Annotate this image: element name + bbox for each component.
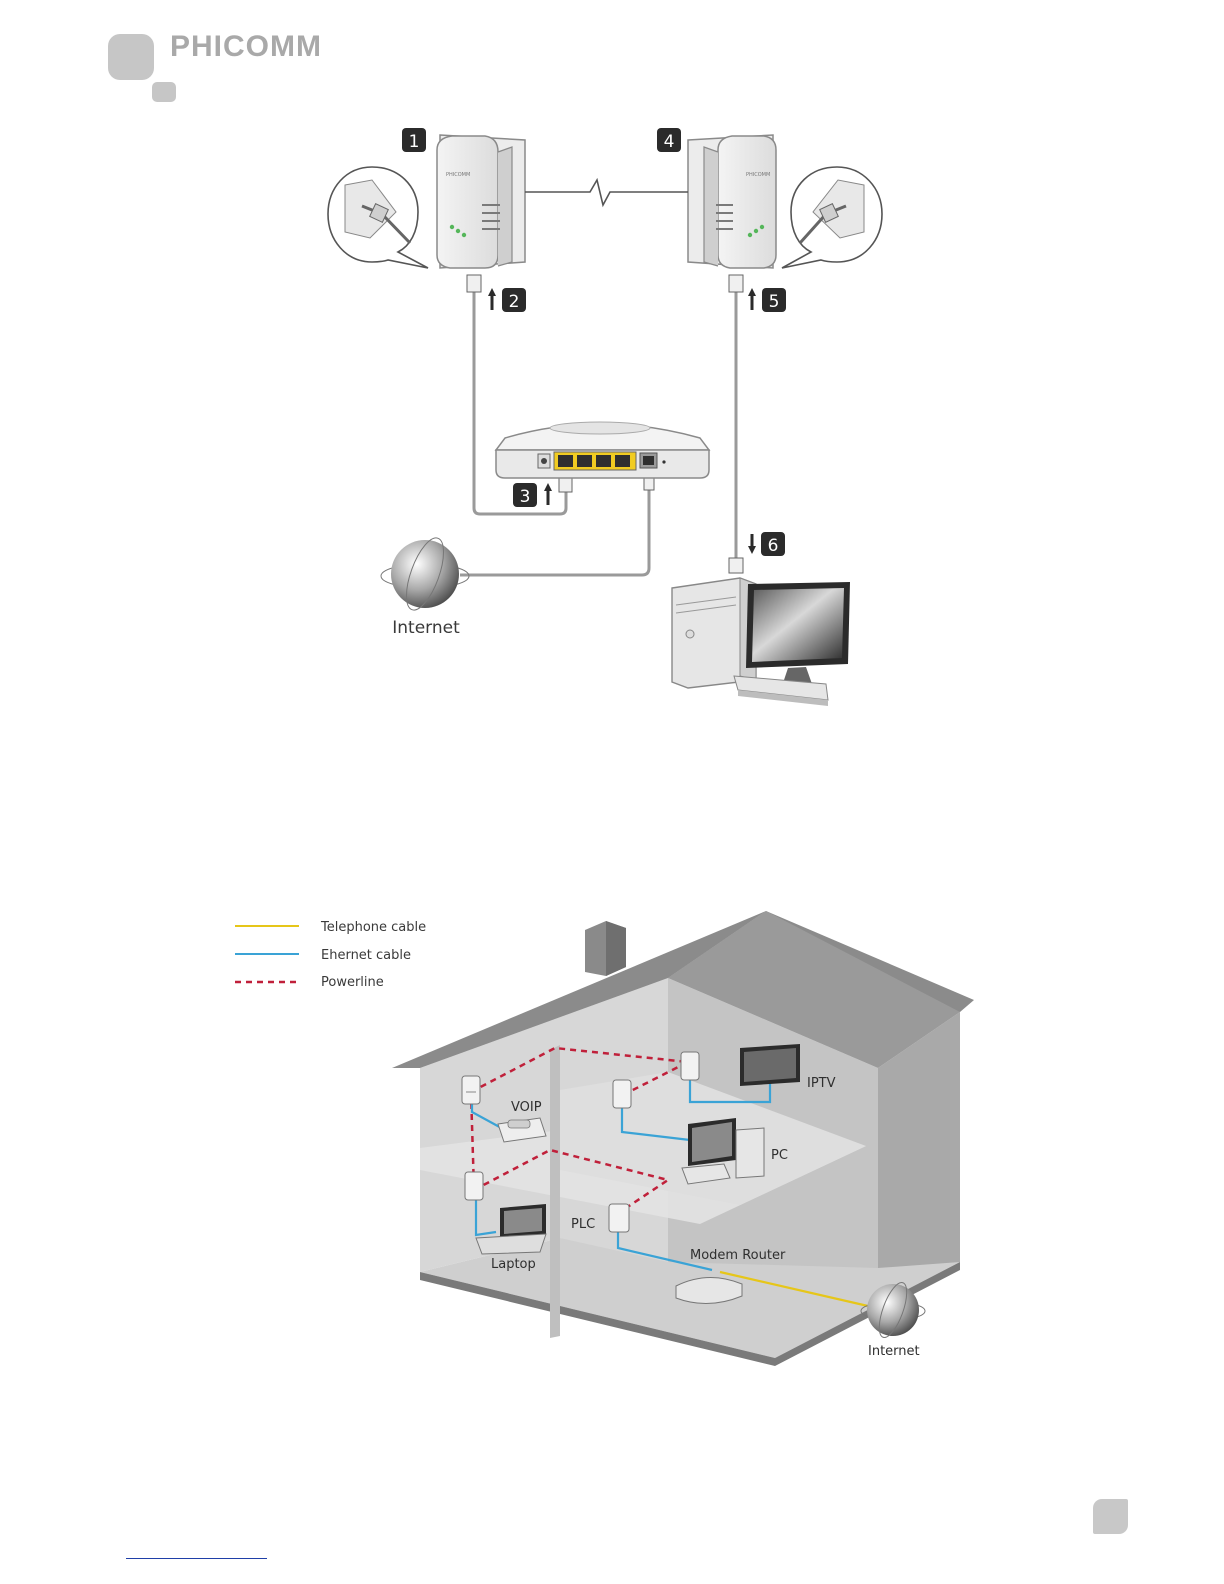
right-plug-detail: [782, 167, 882, 268]
ethernet-cable-left: [474, 290, 566, 514]
desktop-computer-icon: [672, 578, 850, 706]
rj45-plug-icon: [559, 478, 572, 492]
svg-text:6: 6: [768, 536, 779, 556]
plc-adapter-iptv: [681, 1052, 699, 1080]
step-badge-5: 5: [762, 288, 786, 312]
svg-text:2: 2: [509, 292, 520, 312]
plc-adapter-right: PHICOMM: [688, 135, 776, 268]
internet-label: Internet: [392, 618, 460, 638]
home-network-diagram: Telephone cable Ehernet cable Powerline: [0, 880, 1224, 1380]
label-iptv: IPTV: [807, 1076, 836, 1091]
svg-text:1: 1: [409, 132, 420, 152]
label-plc: PLC: [571, 1217, 595, 1232]
router-device: [496, 422, 709, 478]
plc-adapter-main: [609, 1204, 629, 1232]
label-laptop: Laptop: [491, 1257, 536, 1272]
label-internet: Internet: [868, 1344, 920, 1359]
step-badge-6: 6: [761, 532, 785, 556]
legend-powerline-label: Powerline: [321, 975, 384, 990]
step-badge-4: 4: [657, 128, 681, 152]
label-modem-router: Modem Router: [690, 1248, 786, 1263]
page-corner-tab: [1093, 1499, 1128, 1534]
plc-adapter-upper-mid: [613, 1080, 631, 1108]
iptv-icon: [740, 1044, 800, 1086]
label-voip: VOIP: [511, 1100, 542, 1115]
svg-text:PHICOMM: PHICOMM: [446, 172, 470, 178]
arrow-down-icon: [748, 534, 756, 554]
rj45-plug-icon: [729, 558, 743, 573]
svg-text:PHICOMM: PHICOMM: [746, 172, 770, 178]
plc-adapter-laptop: [465, 1172, 483, 1200]
plc-setup-diagram: PHICOMM PHICOMM 1 4 2: [0, 0, 1224, 760]
legend-ethernet-label: Ehernet cable: [321, 948, 411, 963]
rj45-plug-icon: [729, 275, 743, 292]
arrow-up-icon: [748, 288, 756, 310]
plc-adapter-voip: [462, 1076, 480, 1104]
svg-text:3: 3: [520, 487, 531, 507]
wan-cable: [460, 488, 649, 575]
rj45-plug-icon: [467, 275, 481, 292]
step-badge-3: 3: [513, 483, 537, 507]
legend: Telephone cable Ehernet cable Powerline: [235, 920, 426, 990]
rj45-plug-icon: [644, 478, 654, 490]
arrow-up-icon: [544, 483, 552, 505]
arrow-up-icon: [488, 288, 496, 310]
powerline-link: [525, 180, 688, 205]
footer-rule: [126, 1558, 267, 1559]
svg-text:4: 4: [664, 132, 675, 152]
step-badge-2: 2: [502, 288, 526, 312]
internet-globe-icon: [381, 534, 469, 615]
step-badge-1: 1: [402, 128, 426, 152]
modem-router-icon: [676, 1277, 742, 1303]
legend-telephone-label: Telephone cable: [320, 920, 426, 935]
plc-adapter-left: PHICOMM: [437, 135, 525, 268]
label-pc: PC: [771, 1148, 788, 1163]
left-plug-detail: [328, 167, 428, 268]
svg-text:5: 5: [769, 292, 780, 312]
